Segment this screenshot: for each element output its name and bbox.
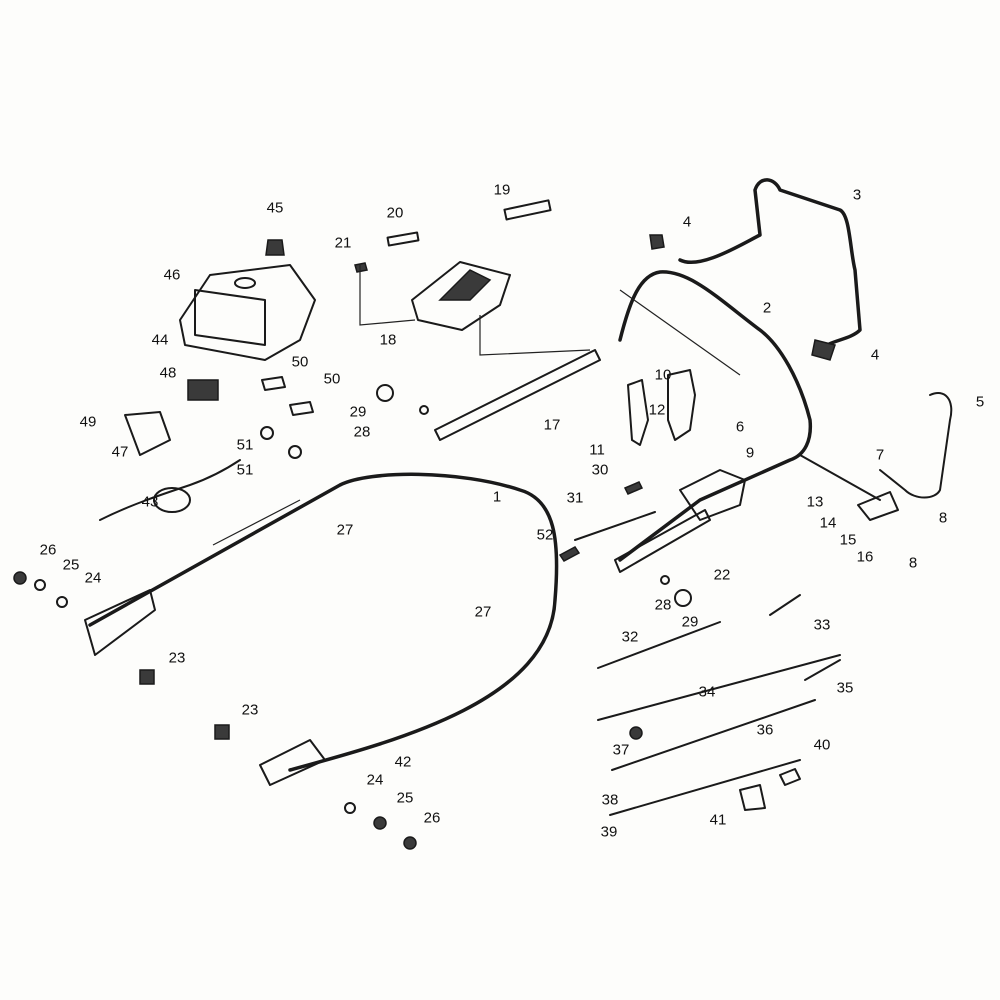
callout-48: 48 bbox=[159, 364, 177, 382]
callout-22: 22 bbox=[713, 566, 731, 584]
callout-4: 4 bbox=[870, 346, 880, 364]
callout-12: 12 bbox=[648, 401, 666, 419]
callout-52: 52 bbox=[536, 526, 554, 544]
callout-27: 27 bbox=[474, 603, 492, 621]
callout-5: 5 bbox=[975, 393, 985, 411]
callout-50: 50 bbox=[291, 353, 309, 371]
callout-35: 35 bbox=[836, 679, 854, 697]
callout-26: 26 bbox=[39, 541, 57, 559]
callout-21: 21 bbox=[334, 234, 352, 252]
callout-47: 47 bbox=[111, 443, 129, 461]
callout-18: 18 bbox=[379, 331, 397, 349]
callout-28: 28 bbox=[654, 596, 672, 614]
callout-24: 24 bbox=[366, 771, 384, 789]
callout-25: 25 bbox=[396, 789, 414, 807]
callout-51: 51 bbox=[236, 436, 254, 454]
callout-25: 25 bbox=[62, 556, 80, 574]
lower-frame bbox=[88, 472, 559, 772]
callout-3: 3 bbox=[852, 186, 862, 204]
callout-17: 17 bbox=[543, 416, 561, 434]
callout-26: 26 bbox=[423, 809, 441, 827]
callout-33: 33 bbox=[813, 616, 831, 634]
callout-37: 37 bbox=[612, 741, 630, 759]
callout-7: 7 bbox=[875, 446, 885, 464]
callout-9: 9 bbox=[745, 444, 755, 462]
callout-6: 6 bbox=[735, 418, 745, 436]
callout-45: 45 bbox=[266, 199, 284, 217]
callout-46: 46 bbox=[163, 266, 181, 284]
callout-36: 36 bbox=[756, 721, 774, 739]
callout-41: 41 bbox=[709, 811, 727, 829]
callout-11: 11 bbox=[589, 441, 605, 459]
main-handle bbox=[618, 270, 813, 562]
lever bbox=[879, 392, 953, 499]
callout-14: 14 bbox=[819, 514, 837, 532]
callout-30: 30 bbox=[591, 461, 609, 479]
callout-4: 4 bbox=[682, 213, 692, 231]
callout-20: 20 bbox=[386, 204, 404, 222]
callout-23: 23 bbox=[168, 649, 186, 667]
callout-32: 32 bbox=[621, 628, 639, 646]
callout-2: 2 bbox=[762, 299, 772, 317]
callout-19: 19 bbox=[493, 181, 511, 199]
callout-28: 28 bbox=[353, 423, 371, 441]
upper-handle bbox=[678, 178, 862, 352]
callout-39: 39 bbox=[600, 823, 618, 841]
callout-15: 15 bbox=[839, 531, 857, 549]
callout-49: 49 bbox=[79, 413, 97, 431]
callout-27: 27 bbox=[336, 521, 354, 539]
callout-40: 40 bbox=[813, 736, 831, 754]
callout-31: 31 bbox=[566, 489, 584, 507]
callout-51: 51 bbox=[236, 461, 254, 479]
callout-38: 38 bbox=[601, 791, 619, 809]
knob-45 bbox=[265, 239, 285, 256]
callout-8: 8 bbox=[938, 509, 948, 527]
callout-13: 13 bbox=[806, 493, 824, 511]
callout-50: 50 bbox=[323, 370, 341, 388]
callout-24: 24 bbox=[84, 569, 102, 587]
callout-34: 34 bbox=[698, 683, 716, 701]
callout-23: 23 bbox=[241, 701, 259, 719]
callout-44: 44 bbox=[151, 331, 169, 349]
callout-1: 1 bbox=[492, 488, 502, 506]
shift-plate bbox=[354, 199, 552, 331]
callout-43: 43 bbox=[141, 493, 159, 511]
callout-29: 29 bbox=[349, 403, 367, 421]
callout-8: 8 bbox=[908, 554, 918, 572]
callout-10: 10 bbox=[654, 366, 672, 384]
callout-16: 16 bbox=[856, 548, 874, 566]
console-cover bbox=[179, 264, 316, 361]
callout-42: 42 bbox=[394, 753, 412, 771]
callout-29: 29 bbox=[681, 613, 699, 631]
